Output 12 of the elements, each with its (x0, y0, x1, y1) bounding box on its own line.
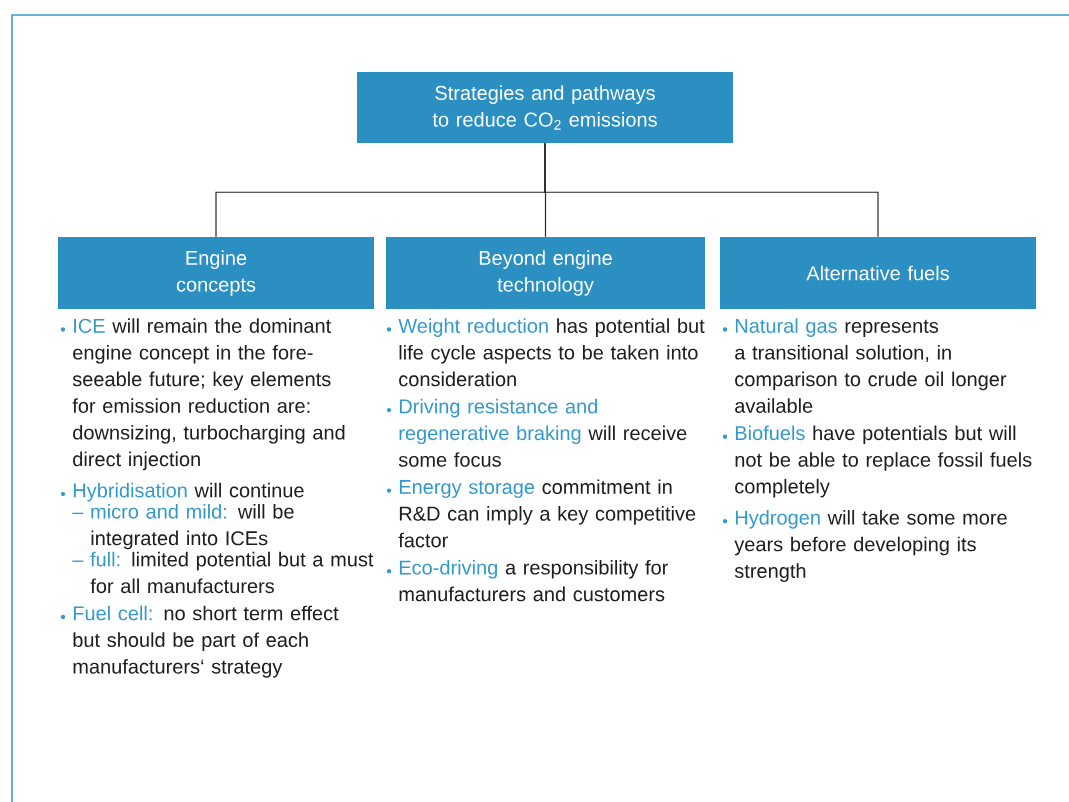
header-box: Engine concepts (58, 237, 374, 309)
bullet-text: Hydrogen will take some more years before developing its strength (722, 510, 1007, 582)
bullet-text: Eco-driving a responsibility for manufacturers and customers (386, 559, 668, 602)
node-label: some focus (398, 452, 501, 467)
connector-line (544, 142, 879, 238)
title-box: Strategies and pathways to reduce CO$_{2}$ emissions (357, 72, 733, 143)
header-box: Alternative fuels (720, 237, 1036, 309)
bullet-text: Weight reduction has potential but life cycle aspects to be taken into consideration (386, 318, 705, 387)
bullet-text: Hybridisation will continue (60, 482, 304, 502)
header-box: Beyond engine technology (386, 237, 705, 309)
bullet-text: Fuel cell: no short term effect but should be part of each manufacturers‘ strategy (60, 605, 339, 678)
node-label: will receive (588, 425, 687, 441)
